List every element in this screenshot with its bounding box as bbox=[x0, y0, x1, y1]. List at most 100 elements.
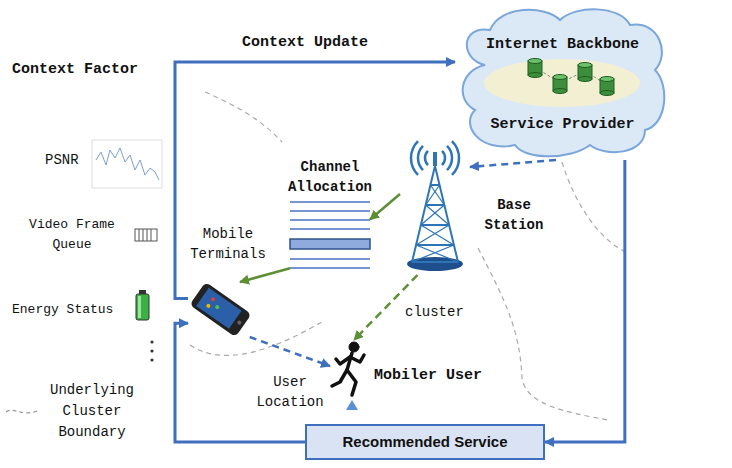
base-station-tower: Base Station bbox=[400, 140, 470, 275]
tower-rung bbox=[416, 244, 454, 246]
service-box-outline bbox=[306, 425, 544, 459]
connector bbox=[470, 160, 556, 167]
cylinder-top bbox=[528, 59, 542, 64]
dot bbox=[150, 340, 153, 343]
radio-wave bbox=[452, 141, 459, 175]
channel-line bbox=[290, 267, 370, 269]
radio-wave bbox=[425, 151, 428, 165]
connector bbox=[240, 268, 290, 282]
cluster-boundary bbox=[205, 92, 282, 142]
legend-text: Underlying Cluster Boundary bbox=[42, 380, 142, 443]
node-text: Service Provider bbox=[455, 115, 670, 135]
tower-lattice bbox=[412, 166, 458, 262]
phone-button bbox=[237, 320, 243, 326]
node-text: Mobile Terminals bbox=[186, 224, 270, 264]
queue-slot bbox=[151, 229, 152, 241]
cylinder-base bbox=[600, 91, 614, 96]
runner-figure bbox=[332, 342, 364, 395]
phone-screen bbox=[196, 288, 241, 329]
radio-wave bbox=[418, 146, 423, 170]
legend-line-sample bbox=[6, 410, 40, 413]
runner-limb bbox=[332, 370, 347, 386]
tower-brace bbox=[421, 225, 454, 245]
queue-slot bbox=[143, 229, 144, 241]
dot bbox=[150, 349, 153, 352]
runner-limb bbox=[350, 355, 364, 362]
server-cylinder bbox=[600, 77, 614, 96]
app-dot bbox=[210, 297, 216, 303]
radio-wave bbox=[411, 141, 418, 175]
node-shape bbox=[330, 340, 370, 398]
tower-brace bbox=[426, 185, 440, 205]
antenna bbox=[433, 152, 437, 166]
tower-brace bbox=[416, 245, 458, 262]
runner-limb bbox=[336, 357, 350, 364]
factor-label: PSNR bbox=[45, 150, 79, 170]
node-shape bbox=[400, 140, 470, 275]
channel-stack: Channel Allocation bbox=[290, 197, 370, 272]
edge-label: Context Update bbox=[240, 33, 370, 53]
location-label: User Location bbox=[255, 372, 325, 412]
runner-limb bbox=[347, 370, 356, 395]
provider-zone bbox=[484, 59, 640, 107]
node-text: Base Station bbox=[478, 195, 550, 235]
location-marker bbox=[346, 400, 358, 410]
mobile-terminal: Mobile Terminals bbox=[188, 282, 253, 337]
allocated-channel bbox=[290, 239, 370, 249]
node-shape bbox=[188, 282, 253, 337]
channel-line bbox=[290, 210, 370, 212]
cylinder-base bbox=[528, 73, 542, 78]
channel-line bbox=[290, 228, 370, 230]
node-shape bbox=[290, 197, 370, 272]
cluster-boundary bbox=[562, 162, 626, 252]
psnr-chart-icon bbox=[92, 140, 162, 188]
channel-line bbox=[290, 201, 370, 203]
tower-brace bbox=[412, 245, 454, 262]
node-shape bbox=[455, 5, 670, 160]
server-group bbox=[528, 59, 614, 96]
chart-line bbox=[96, 148, 159, 180]
queue-frame bbox=[135, 229, 157, 241]
dot bbox=[150, 358, 153, 361]
server-cylinder bbox=[528, 59, 542, 78]
channel-line bbox=[290, 258, 370, 260]
node-text: Mobiler User bbox=[374, 366, 482, 386]
queue-slot bbox=[147, 229, 148, 241]
cloud-outline bbox=[463, 9, 665, 156]
battery-cap bbox=[139, 290, 146, 294]
queue-slot bbox=[139, 229, 140, 241]
cluster-boundary bbox=[478, 248, 608, 420]
tower-rung bbox=[412, 261, 458, 263]
phone-body bbox=[190, 282, 252, 337]
tower-rung bbox=[430, 184, 439, 186]
battery-shine bbox=[138, 296, 141, 318]
cluster-label: cluster bbox=[405, 302, 464, 322]
connector bbox=[545, 160, 625, 442]
factor-label: Energy Status bbox=[12, 300, 113, 320]
cylinder-top bbox=[600, 77, 614, 82]
app-dot bbox=[206, 303, 212, 309]
cylinder-top bbox=[578, 63, 592, 68]
queue-icon bbox=[135, 229, 157, 241]
connector bbox=[250, 337, 330, 366]
more-dots bbox=[150, 340, 153, 361]
cylinder-base bbox=[553, 89, 567, 94]
channel-line bbox=[290, 219, 370, 221]
tower-brace bbox=[421, 205, 444, 225]
app-dot bbox=[214, 304, 220, 310]
connector bbox=[370, 194, 400, 220]
service-box: Recommended Service bbox=[305, 424, 545, 460]
tower-rung bbox=[426, 204, 445, 206]
chart-frame bbox=[92, 140, 162, 188]
heading-label: Context Factor bbox=[12, 60, 138, 80]
node-text: Recommended Service bbox=[342, 432, 507, 452]
phone-icon bbox=[190, 282, 252, 337]
radio-wave bbox=[442, 151, 445, 165]
mobile-user: Mobiler User bbox=[330, 340, 370, 398]
tower-brace bbox=[426, 205, 449, 225]
server-cylinder bbox=[578, 63, 592, 82]
tower-brace bbox=[416, 225, 449, 245]
factor-label: Video Frame Queue bbox=[22, 215, 122, 255]
